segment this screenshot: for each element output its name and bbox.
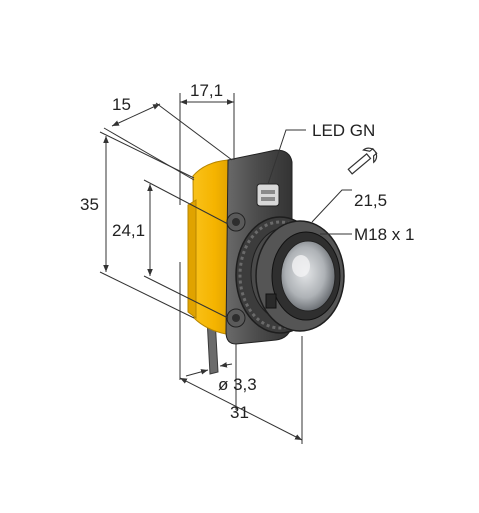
label-length-total: 31 xyxy=(230,403,249,422)
label-thread: M18 x 1 xyxy=(354,225,414,244)
dimension-lines xyxy=(99,93,352,444)
dimension-labels: 17,1 15 35 24,1 LED GN 21,5 M18 x 1 ø 3,… xyxy=(80,81,414,422)
label-cable-diameter: ø 3,3 xyxy=(218,375,257,394)
wrench-icon xyxy=(347,147,378,175)
label-width-top: 17,1 xyxy=(190,81,223,100)
yellow-housing-side xyxy=(187,199,197,319)
label-wrench-size: 21,5 xyxy=(354,191,387,210)
sensor-body xyxy=(187,149,345,375)
label-led: LED GN xyxy=(312,121,375,140)
label-height-total: 35 xyxy=(80,195,99,214)
label-height-inner: 24,1 xyxy=(112,221,145,240)
led-window xyxy=(256,183,280,207)
label-depth-top: 15 xyxy=(112,95,131,114)
